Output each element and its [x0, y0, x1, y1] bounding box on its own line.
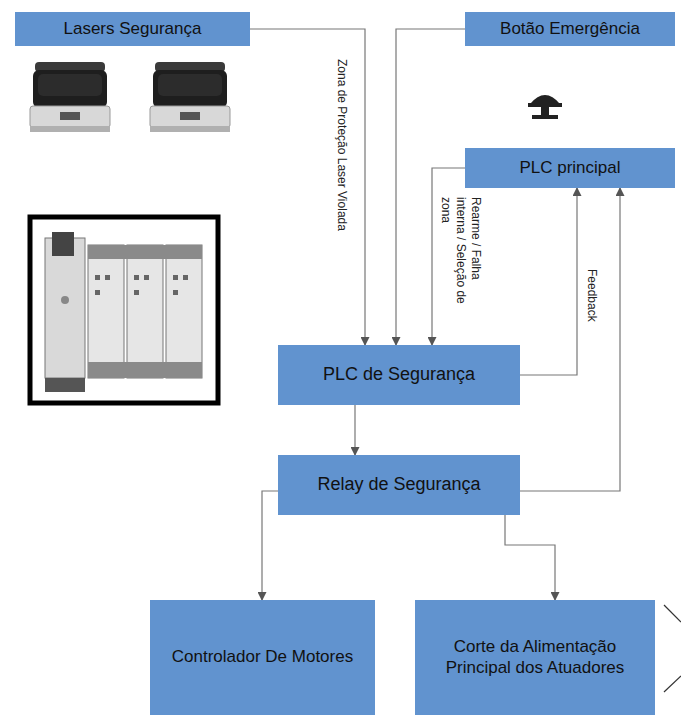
- emergency-button-symbol: [528, 95, 562, 119]
- safety-plc-hardware: [30, 217, 218, 403]
- node-label: PLC principal: [519, 158, 620, 178]
- input-box: Lasers Segurança: [15, 12, 250, 46]
- connector: [520, 188, 620, 491]
- node-label: Relay de Segurança: [317, 474, 480, 496]
- output-box: Corte da Alimentação Principal dos Atuad…: [415, 600, 655, 715]
- node-label: PLC de Segurança: [323, 364, 475, 386]
- cut-off-lines: [664, 605, 681, 692]
- controller-box: PLC principal: [465, 148, 675, 188]
- connector: [262, 491, 278, 600]
- relay-box: Relay de Segurança: [278, 455, 520, 515]
- connector: [354, 405, 355, 455]
- node-label: Botão Emergência: [500, 19, 640, 39]
- connector: [505, 515, 555, 600]
- node-label: Lasers Segurança: [64, 19, 202, 39]
- laser-scanner: [30, 62, 110, 132]
- node-label: Corte da Alimentação Principal dos Atuad…: [423, 637, 647, 678]
- signal-label: Zona de Proteção Laser Violada: [334, 58, 349, 310]
- connector: [250, 29, 365, 345]
- laser-scanner: [150, 62, 230, 132]
- output-box: Controlador De Motores: [150, 600, 375, 715]
- signal-label: Rearme / Falha interna / Seleção de zona: [438, 196, 483, 316]
- node-label: Controlador De Motores: [172, 647, 353, 667]
- connector: [520, 188, 577, 375]
- controller-box: PLC de Segurança: [278, 345, 520, 405]
- input-box: Botão Emergência: [465, 12, 675, 46]
- signal-label: Feedback: [584, 268, 599, 350]
